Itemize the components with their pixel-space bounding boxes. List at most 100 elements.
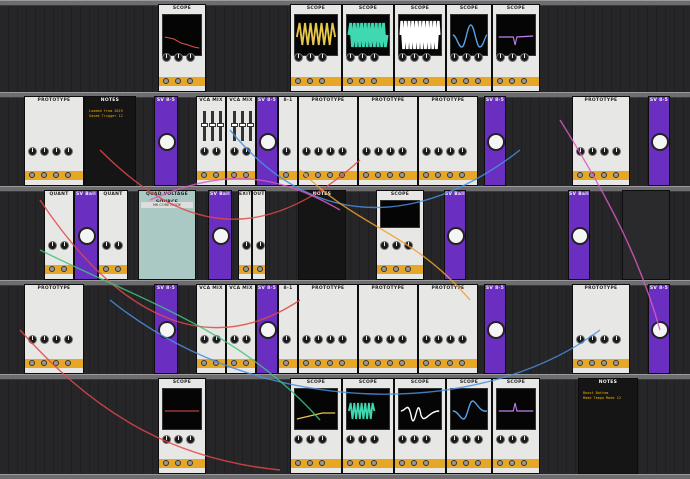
jack-icon[interactable] xyxy=(371,460,377,466)
scope-module[interactable]: SCOPE xyxy=(394,378,446,474)
jack-icon[interactable] xyxy=(451,78,457,84)
jack-icon[interactable] xyxy=(175,460,181,466)
knob-icon[interactable] xyxy=(294,435,303,444)
jack-icon[interactable] xyxy=(61,266,67,272)
exit-module[interactable]: EXIT xyxy=(238,190,252,280)
knob-icon[interactable] xyxy=(212,147,221,156)
knob-icon[interactable] xyxy=(294,53,303,62)
sv-8-module[interactable]: SV 8-5 xyxy=(154,284,178,374)
jack-icon[interactable] xyxy=(463,78,469,84)
knob-icon[interactable] xyxy=(60,241,69,250)
jack-icon[interactable] xyxy=(213,360,219,366)
jack-icon[interactable] xyxy=(375,172,381,178)
prototype-module[interactable]: PROTOTYPE xyxy=(24,284,84,374)
knob-icon[interactable] xyxy=(422,147,431,156)
knob-icon[interactable] xyxy=(410,435,419,444)
knob-icon[interactable] xyxy=(374,147,383,156)
knob-icon[interactable] xyxy=(398,147,407,156)
jack-icon[interactable] xyxy=(53,360,59,366)
jack-icon[interactable] xyxy=(363,172,369,178)
knob-icon[interactable] xyxy=(446,335,455,344)
sv-8-module[interactable]: SV 8-5 xyxy=(256,96,278,186)
jack-icon[interactable] xyxy=(423,172,429,178)
knob-icon[interactable] xyxy=(520,435,529,444)
sv-8-module[interactable]: SV 8-5 xyxy=(154,96,178,186)
knob-icon[interactable] xyxy=(230,147,239,156)
jack-icon[interactable] xyxy=(423,460,429,466)
jack-icon[interactable] xyxy=(201,360,207,366)
jack-icon[interactable] xyxy=(65,360,71,366)
jack-icon[interactable] xyxy=(243,172,249,178)
jack-icon[interactable] xyxy=(601,360,607,366)
knob-icon[interactable] xyxy=(40,147,49,156)
knob-icon[interactable] xyxy=(520,53,529,62)
knob-icon[interactable] xyxy=(447,227,465,245)
knob-icon[interactable] xyxy=(358,435,367,444)
scope-module[interactable]: SCOPE xyxy=(158,4,206,92)
knob-icon[interactable] xyxy=(230,335,239,344)
sv-8-module[interactable]: SV 8-5 xyxy=(484,96,506,186)
knob-icon[interactable] xyxy=(186,53,195,62)
jack-icon[interactable] xyxy=(307,460,313,466)
knob-icon[interactable] xyxy=(458,335,467,344)
knob-icon[interactable] xyxy=(358,53,367,62)
jack-icon[interactable] xyxy=(411,460,417,466)
knob-icon[interactable] xyxy=(380,241,389,250)
knob-icon[interactable] xyxy=(410,53,419,62)
jack-icon[interactable] xyxy=(315,360,321,366)
scope-module[interactable]: SCOPE xyxy=(290,378,342,474)
knob-icon[interactable] xyxy=(302,335,311,344)
knob-icon[interactable] xyxy=(651,133,669,151)
jack-icon[interactable] xyxy=(459,360,465,366)
vca-mix-module[interactable]: VCA MIX xyxy=(196,284,226,374)
jack-icon[interactable] xyxy=(103,266,109,272)
knob-icon[interactable] xyxy=(259,321,277,339)
jack-icon[interactable] xyxy=(497,78,503,84)
quad-voltage-module[interactable]: QUAD VOLTAGE SOURCE MK CORE MODE xyxy=(138,190,196,280)
jack-icon[interactable] xyxy=(53,172,59,178)
fader-icon[interactable] xyxy=(201,111,208,141)
knob-icon[interactable] xyxy=(446,147,455,156)
notes-module[interactable]: NOTES xyxy=(298,190,346,280)
jack-icon[interactable] xyxy=(509,460,515,466)
knob-icon[interactable] xyxy=(186,435,195,444)
knob-icon[interactable] xyxy=(242,335,251,344)
jack-icon[interactable] xyxy=(319,460,325,466)
knob-icon[interactable] xyxy=(370,435,379,444)
jack-icon[interactable] xyxy=(399,78,405,84)
jack-icon[interactable] xyxy=(521,460,527,466)
prototype-module[interactable]: PROTOTYPE xyxy=(418,96,478,186)
knob-icon[interactable] xyxy=(474,435,483,444)
fader-icon[interactable] xyxy=(247,111,254,141)
knob-icon[interactable] xyxy=(398,53,407,62)
knob-icon[interactable] xyxy=(398,435,407,444)
jack-icon[interactable] xyxy=(423,78,429,84)
knob-icon[interactable] xyxy=(28,147,37,156)
jack-icon[interactable] xyxy=(213,172,219,178)
knob-icon[interactable] xyxy=(487,321,505,339)
knob-icon[interactable] xyxy=(398,335,407,344)
knob-icon[interactable] xyxy=(326,335,335,344)
fader-icon[interactable] xyxy=(217,111,224,141)
sv-8-module[interactable]: SV 8-5 xyxy=(648,284,670,374)
jack-icon[interactable] xyxy=(447,172,453,178)
knob-icon[interactable] xyxy=(346,53,355,62)
cv-8-module[interactable]: 8-1 xyxy=(278,96,298,186)
knob-icon[interactable] xyxy=(40,335,49,344)
jack-icon[interactable] xyxy=(387,360,393,366)
knob-icon[interactable] xyxy=(302,147,311,156)
scope-module[interactable]: SCOPE xyxy=(446,4,492,92)
knob-icon[interactable] xyxy=(392,241,401,250)
jack-icon[interactable] xyxy=(201,172,207,178)
jack-icon[interactable] xyxy=(435,360,441,366)
jack-icon[interactable] xyxy=(307,78,313,84)
jack-icon[interactable] xyxy=(359,460,365,466)
jack-icon[interactable] xyxy=(163,460,169,466)
knob-icon[interactable] xyxy=(318,53,327,62)
jack-icon[interactable] xyxy=(163,78,169,84)
out-module[interactable]: OUT xyxy=(252,190,266,280)
knob-icon[interactable] xyxy=(158,133,176,151)
jack-icon[interactable] xyxy=(115,266,121,272)
quant-module[interactable]: QUANT xyxy=(44,190,74,280)
jack-icon[interactable] xyxy=(29,172,35,178)
